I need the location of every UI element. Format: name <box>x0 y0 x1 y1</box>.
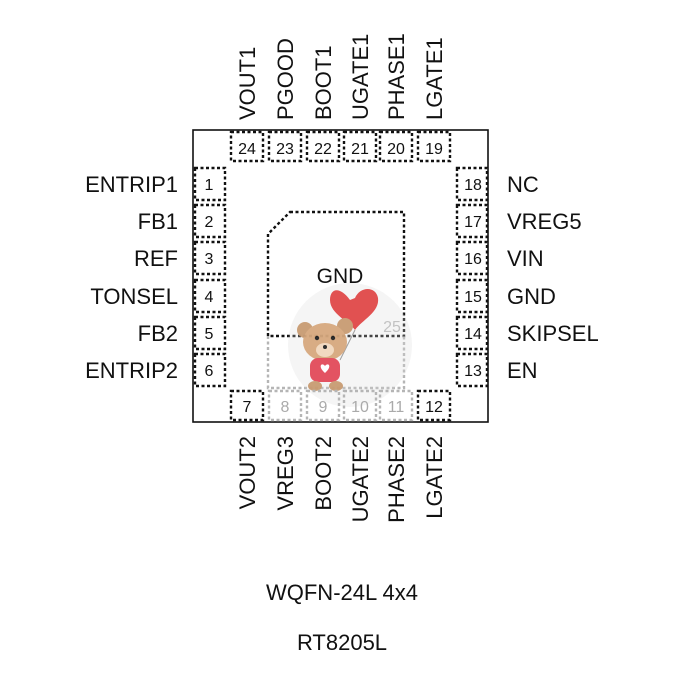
pin-number: 8 <box>281 399 290 416</box>
pin-pad <box>342 389 378 422</box>
package-outline <box>192 129 489 423</box>
pin-name: REF <box>134 246 178 271</box>
pin-name: SKIPSEL <box>507 321 599 346</box>
pin-pad <box>305 130 341 163</box>
pin-number: 18 <box>464 177 482 194</box>
part-number: RT8205L <box>297 630 387 655</box>
pin-pad <box>416 130 452 163</box>
pin-pad <box>455 203 489 239</box>
pin-pad <box>455 278 489 314</box>
pin-number: 5 <box>205 326 214 343</box>
pin-pad <box>455 352 489 388</box>
exposed-pad-label: GND <box>317 265 364 288</box>
pin-name: VREG5 <box>507 209 582 234</box>
pin-pad <box>267 389 303 422</box>
pin-pad <box>455 166 489 202</box>
pin-number: 7 <box>243 399 252 416</box>
pin-name: PHASE2 <box>384 436 409 523</box>
pin-name: VOUT1 <box>235 47 260 120</box>
pin-name: UGATE2 <box>348 436 373 522</box>
pin-number: 15 <box>464 289 482 306</box>
pin-pad <box>229 389 265 422</box>
pin-name: VREG3 <box>273 436 298 511</box>
pin-number: 22 <box>314 141 332 158</box>
pin-number: 17 <box>464 214 482 231</box>
pin-name: BOOT1 <box>311 45 336 120</box>
pin-name: LGATE2 <box>422 436 447 519</box>
pin-number: 24 <box>238 141 256 158</box>
pin-name: ENTRIP1 <box>85 172 178 197</box>
pin-number: 12 <box>425 399 443 416</box>
pin-number: 21 <box>351 141 369 158</box>
pin-pad <box>193 278 227 314</box>
teddy-bear-watermark-icon <box>288 283 412 407</box>
pin-pad <box>193 166 227 202</box>
pin-pad <box>193 203 227 239</box>
pin-name: VOUT2 <box>235 436 260 509</box>
pin-number: 4 <box>205 289 214 306</box>
pin-number: 11 <box>388 399 405 416</box>
pin-name: PHASE1 <box>384 33 409 120</box>
pin-pad <box>193 352 227 388</box>
pin-pad <box>193 315 227 351</box>
pin-number: 1 <box>205 177 214 194</box>
pin-pad <box>193 240 227 276</box>
pin-number: 20 <box>387 141 405 158</box>
pin-pad <box>455 240 489 276</box>
pin-name: FB2 <box>138 321 178 346</box>
pin-pad <box>305 389 341 422</box>
pin-name: PGOOD <box>273 38 298 120</box>
exposed-pad-outline <box>266 210 406 338</box>
pin-pad <box>378 389 414 422</box>
exposed-pad-number: 25 <box>383 319 401 336</box>
pin-name: UGATE1 <box>348 34 373 120</box>
pin-pad <box>455 315 489 351</box>
pin-pad <box>416 389 452 422</box>
pin-name: ENTRIP2 <box>85 358 178 383</box>
pin-number: 13 <box>464 363 482 380</box>
pin-name: VIN <box>507 246 544 271</box>
pin-name: TONSEL <box>90 284 178 309</box>
pin-number: 16 <box>464 251 482 268</box>
pin-number: 3 <box>205 251 214 268</box>
pin-pad <box>229 130 265 163</box>
pin-pad <box>342 130 378 163</box>
pin-name: LGATE1 <box>422 37 447 120</box>
pin-name: NC <box>507 172 539 197</box>
pin-number: 14 <box>464 326 482 343</box>
pins-layer: 24VOUT123PGOOD22BOOT121UGATE120PHASE119L… <box>85 33 599 523</box>
pin-number: 6 <box>205 363 214 380</box>
pin-pad <box>267 130 303 163</box>
pin-name: EN <box>507 358 538 383</box>
pin-pad <box>378 130 414 163</box>
pin-number: 2 <box>205 214 214 231</box>
pin-number: 9 <box>319 399 328 416</box>
pin-name: BOOT2 <box>311 436 336 511</box>
pin-number: 23 <box>276 141 294 158</box>
package-name: WQFN-24L 4x4 <box>266 580 418 605</box>
pin-number: 10 <box>351 399 369 416</box>
pin-name: FB1 <box>138 209 178 234</box>
pin-name: GND <box>507 284 556 309</box>
pin-number: 19 <box>425 141 443 158</box>
